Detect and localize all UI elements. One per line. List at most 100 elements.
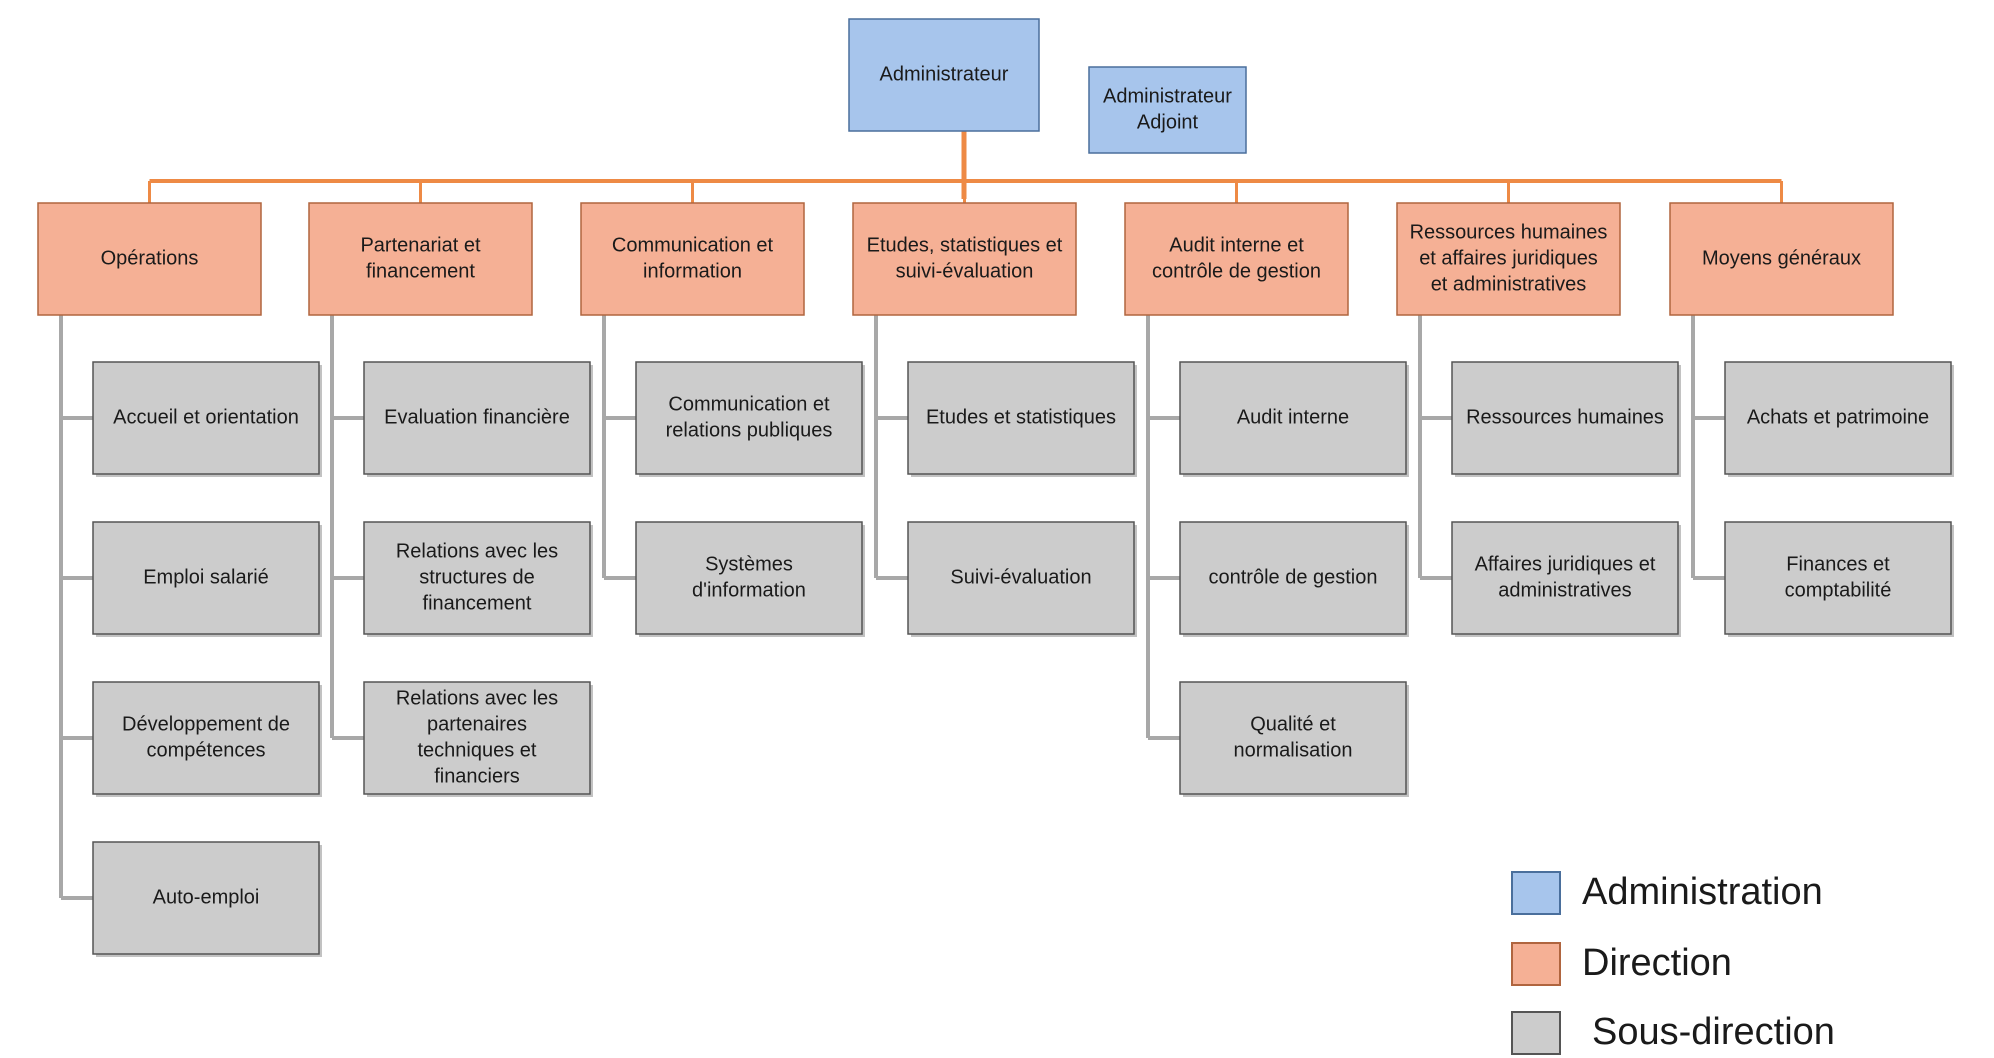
org-boxes: AdministrateurAdministrateurAdjointOpéra… [37,18,1954,957]
box-label-line: financiers [434,765,520,787]
box-rect [37,202,262,316]
sous-direction-box: Qualité et normalisation [1179,681,1409,797]
administrateur-box: Administrateur [848,18,1040,132]
box-rect [1179,681,1407,795]
sous-direction-box: Ressources humaines [1451,361,1681,477]
box-rect [308,202,533,316]
box-label-line: Finances et [1786,553,1890,575]
direction-box: Etudes, statistiques et suivi-évaluation [852,202,1077,316]
box-label-line: compétences [147,739,266,761]
direction-box: Moyens généraux [1669,202,1894,316]
box-rect [852,202,1077,316]
sous-direction-box: Systèmes d'information [635,521,865,637]
box-rect [848,18,1040,132]
box-rect [1088,66,1247,154]
box-rect [92,681,320,795]
box-label-line: et administratives [1431,273,1587,295]
box-label-line: Ressources humaines [1466,406,1664,428]
box-rect [1179,361,1407,475]
sous-direction-box: Achats et patrimoine [1724,361,1954,477]
box-label-line: normalisation [1234,739,1353,761]
box-label-line: comptabilité [1785,579,1892,601]
box-rect [1179,521,1407,635]
box-label-line: structures de [419,566,535,588]
direction-box: Partenariat et financement [308,202,533,316]
sous-direction-box: Emploi salarié [92,521,322,637]
box-label-line: Communication et [612,234,774,256]
box-rect [1451,521,1679,635]
box-rect [907,361,1135,475]
box-label-line: financement [423,592,532,614]
box-rect [363,361,591,475]
sous-direction-box: Communication et relations publiques [635,361,865,477]
box-label-line: Emploi salarié [143,566,269,588]
box-label-line: Relations avec les [396,540,558,562]
box-label-line: Audit interne et [1169,234,1304,256]
sous-direction-box: Accueil et orientation [92,361,322,477]
sous-direction-box: Etudes et statistiques [907,361,1137,477]
box-label-line: Relations avec les [396,687,558,709]
box-label-line: Opérations [101,247,199,269]
sous-direction-box: contrôle de gestion [1179,521,1409,637]
direction-box: Audit interne et contrôle de gestion [1124,202,1349,316]
box-rect [92,841,320,955]
box-label-line: Administrateur [880,63,1009,85]
box-rect [363,681,591,795]
box-label-line: financement [366,260,475,282]
box-label-line: suivi-évaluation [896,260,1034,282]
legend-label: Direction [1582,942,1732,984]
box-label-line: d'information [692,579,806,601]
box-rect [1669,202,1894,316]
box-rect [907,521,1135,635]
box-label-line: Accueil et orientation [113,406,299,428]
legend-swatch [1511,942,1561,986]
sous-direction-box: Evaluation financière [363,361,593,477]
box-rect [635,361,863,475]
box-rect [363,521,591,635]
box-label-line: Qualité et [1250,713,1336,735]
legend-label: Sous-direction [1592,1011,1835,1053]
box-rect [1396,202,1621,316]
box-label-line: Partenariat et [360,234,481,256]
sous-direction-box: Finances et comptabilité [1724,521,1954,637]
box-label-line: techniques et [418,739,537,761]
sous-direction-box: Suivi-évaluation [907,521,1137,637]
box-label-line: Achats et patrimoine [1747,406,1929,428]
legend-item-sousdirection: Sous-direction [1511,1011,1835,1055]
direction-box: Communication et information [580,202,805,316]
box-label-line: Evaluation financière [384,406,570,428]
direction-box: Opérations [37,202,262,316]
sous-direction-box: Relations avec les structures de financeme… [363,521,593,637]
box-rect [1451,361,1679,475]
box-rect [92,361,320,475]
box-label-line: Administrateur [1103,85,1232,107]
sous-direction-box: Audit interne [1179,361,1409,477]
box-label-line: Affaires juridiques et [1475,553,1656,575]
box-label-line: Adjoint [1137,111,1199,133]
box-label-line: Auto-emploi [153,886,260,908]
box-rect [1724,521,1952,635]
box-label-line: Etudes, statistiques et [867,234,1063,256]
legend-item-direction: Direction [1511,942,1732,986]
box-label-line: relations publiques [666,419,833,441]
box-label-line: Audit interne [1237,406,1349,428]
box-label-line: Communication et [668,393,830,415]
box-rect [92,521,320,635]
box-label-line: Systèmes [705,553,793,575]
box-label-line: Suivi-évaluation [950,566,1091,588]
connector-lines [59,131,1783,900]
box-label-line: Moyens généraux [1702,247,1861,269]
box-rect [1724,361,1952,475]
box-label-line: contrôle de gestion [1152,260,1321,282]
box-label-line: et affaires juridiques [1419,247,1598,269]
box-label-line: Etudes et statistiques [926,406,1116,428]
sous-direction-box: Auto-emploi [92,841,322,957]
legend-item-administration: Administration [1511,871,1823,915]
box-label-line: information [643,260,742,282]
